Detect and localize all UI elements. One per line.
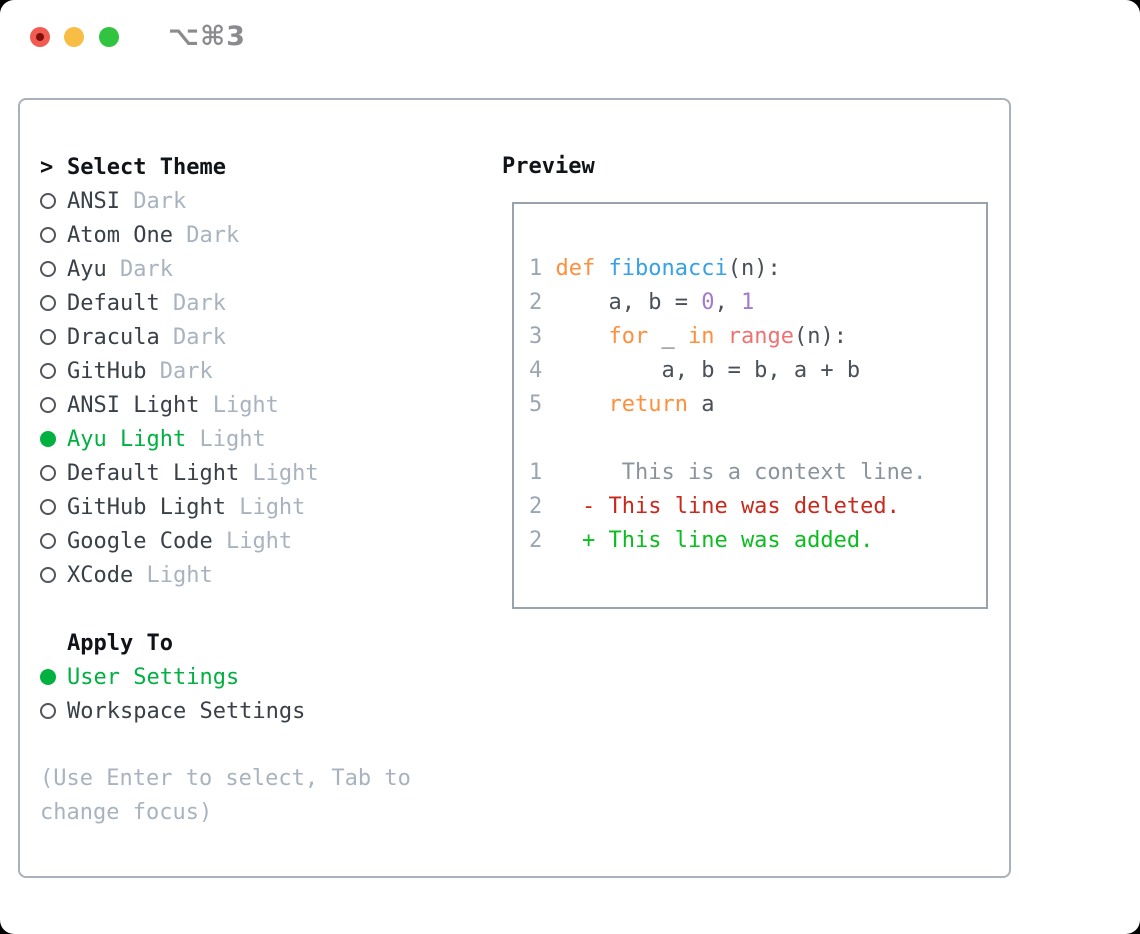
radio-icon [40, 227, 56, 243]
keyboard-hint: (Use Enter to select, Tab to change focu… [40, 762, 411, 830]
theme-option[interactable]: GitHub Light Light [40, 490, 319, 524]
radio-icon [40, 363, 56, 379]
select-theme-title: Select Theme [67, 154, 226, 180]
radio-icon [40, 193, 56, 209]
variant-label: Light [225, 494, 306, 520]
option-label: Google Code [67, 528, 213, 554]
theme-option[interactable]: Ayu Dark [40, 252, 319, 286]
zoom-button[interactable] [99, 27, 119, 47]
code-line: 2 - This line was deleted. [529, 494, 900, 519]
option-label: Default Light [67, 460, 240, 486]
option-label: Atom One [67, 222, 173, 248]
option-label: XCode [67, 562, 134, 588]
theme-option[interactable]: Default Light Light [40, 456, 319, 490]
option-label: Default [67, 290, 160, 316]
option-label: ANSI [67, 188, 120, 214]
variant-label: Light [239, 460, 319, 486]
apply-to-header: Apply To [40, 626, 305, 660]
theme-option[interactable]: GitHub Dark [40, 354, 319, 388]
code-line: 5 return a [529, 392, 715, 417]
radio-icon [40, 533, 56, 549]
variant-label: Dark [159, 290, 226, 316]
radio-selected-icon [40, 431, 56, 447]
theme-option[interactable]: Dracula Dark [40, 320, 319, 354]
theme-option[interactable]: ANSI Dark [40, 184, 319, 218]
radio-icon [40, 329, 56, 345]
variant-label: Dark [146, 358, 213, 384]
option-label: Ayu [67, 256, 107, 282]
cursor-arrow-icon: > [40, 154, 54, 180]
radio-icon [40, 465, 56, 481]
variant-label: Dark [159, 324, 226, 350]
window-title: ⌥⌘3 [168, 21, 246, 52]
code-preview: 1 def fibonacci(n): 2 a, b = 0, 1 3 for _ … [529, 252, 926, 558]
apply-to-option[interactable]: Workspace Settings [40, 694, 305, 728]
radio-selected-icon [40, 669, 56, 685]
radio-icon [40, 261, 56, 277]
option-label: GitHub Light [67, 494, 226, 520]
variant-label: Dark [119, 188, 187, 214]
apply-to-title: Apply To [67, 630, 173, 656]
close-dot-icon [36, 33, 44, 41]
option-label: Ayu Light [67, 426, 187, 452]
variant-label: Light [212, 528, 293, 554]
code-line: 4 a, b = b, a + b [529, 358, 861, 383]
title-bar: ⌥⌘3 [0, 0, 1140, 74]
code-line: 1 This is a context line. [529, 460, 927, 485]
code-line: 3 for _ in range(n): [529, 324, 847, 349]
theme-option[interactable]: XCode Light [40, 558, 319, 592]
code-line: 2 + This line was added. [529, 528, 874, 553]
code-line: 2 a, b = 0, 1 [529, 290, 755, 315]
select-theme-header: > Select Theme [40, 150, 319, 184]
variant-label: Light [186, 426, 266, 452]
preview-box: 1 def fibonacci(n): 2 a, b = 0, 1 3 for _ … [512, 202, 988, 609]
minimize-button[interactable] [64, 27, 84, 47]
variant-label: Light [133, 562, 213, 588]
radio-icon [40, 703, 56, 719]
radio-icon [40, 499, 56, 515]
variant-label: Light [199, 392, 279, 418]
option-label: GitHub [67, 358, 147, 384]
variant-label: Dark [106, 256, 173, 282]
theme-option[interactable]: Default Dark [40, 286, 319, 320]
radio-icon [40, 295, 56, 311]
hint-line-2: change focus) [40, 800, 213, 825]
variant-label: Dark [172, 222, 240, 248]
theme-option[interactable]: Google Code Light [40, 524, 319, 558]
theme-option[interactable]: ANSI Light Light [40, 388, 319, 422]
code-line: 1 def fibonacci(n): [529, 256, 781, 281]
preview-title: Preview [502, 154, 595, 179]
option-label: User Settings [67, 664, 240, 690]
radio-icon [40, 567, 56, 583]
option-label: ANSI Light [67, 392, 200, 418]
theme-option[interactable]: Ayu Light Light [40, 422, 319, 456]
code-line [529, 422, 926, 456]
theme-option[interactable]: Atom One Dark [40, 218, 319, 252]
radio-icon [40, 397, 56, 413]
hint-line-1: (Use Enter to select, Tab to [40, 766, 411, 791]
apply-to-option[interactable]: User Settings [40, 660, 305, 694]
option-label: Workspace Settings [67, 698, 306, 724]
option-label: Dracula [67, 324, 160, 350]
close-button[interactable] [30, 27, 50, 47]
